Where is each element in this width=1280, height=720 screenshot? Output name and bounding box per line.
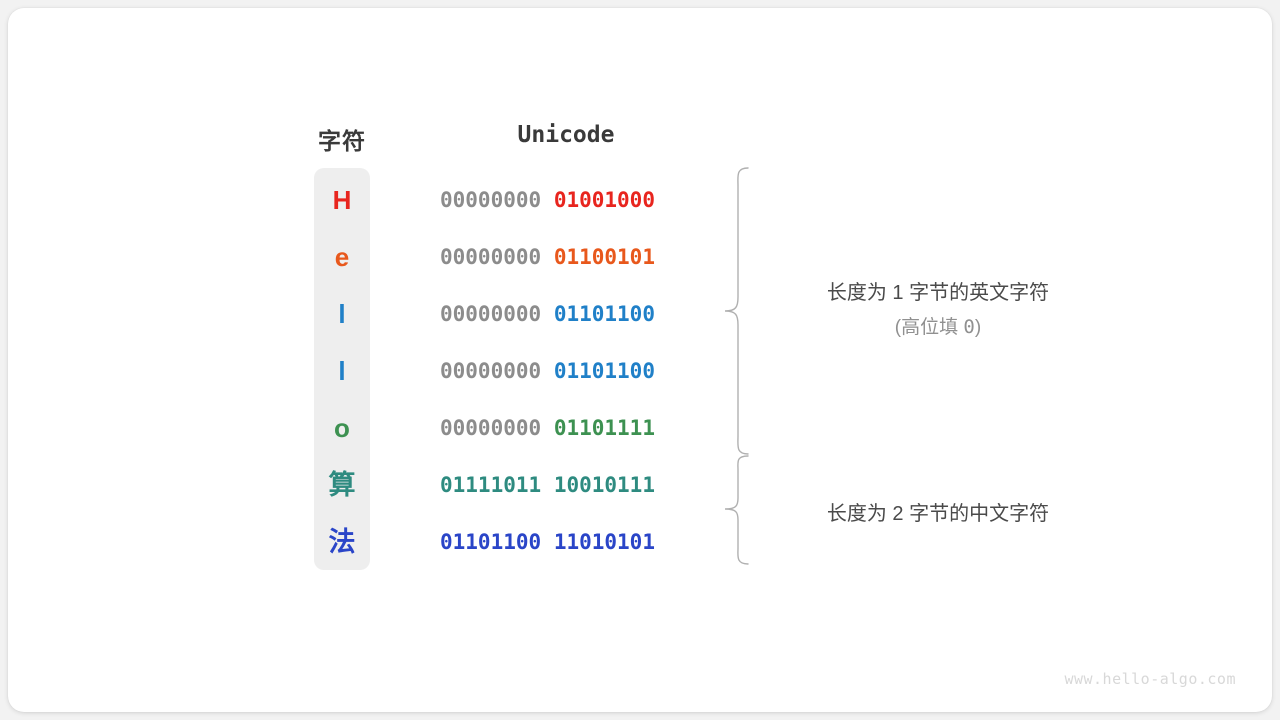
binary-row: 00000000 01101111: [440, 400, 692, 457]
character-cell: 算: [328, 470, 356, 500]
binary-low-byte: 01100101: [553, 245, 655, 269]
binary-row: 00000000 01101100: [440, 343, 692, 400]
binary-row: 00000000 01001000: [440, 172, 692, 229]
brace-two-byte: [724, 455, 749, 565]
annotation-two-byte-line1: 长度为 2 字节的中文字符: [826, 503, 1050, 525]
binary-byte-separator: [541, 245, 554, 269]
character-cell: o: [334, 413, 350, 443]
character-cell: e: [334, 242, 350, 272]
character-cell: H: [332, 185, 352, 215]
character-cell: l: [338, 299, 346, 329]
annotation-one-byte-line2-suffix: ): [974, 317, 982, 338]
binary-row: 00000000 01101100: [440, 286, 692, 343]
binary-byte-separator: [541, 416, 554, 440]
annotation-one-byte-line1: 长度为 1 字节的英文字符: [826, 282, 1050, 304]
binary-row: 00000000 01100101: [440, 229, 692, 286]
annotation-one-byte-line2: (高位填 0): [788, 311, 1088, 344]
binary-byte-separator: [541, 302, 554, 326]
character-column-background: [314, 168, 370, 570]
binary-high-byte: 00000000: [440, 302, 542, 326]
binary-high-byte: 00000000: [440, 359, 542, 383]
binary-low-byte: 10010111: [553, 473, 655, 497]
binary-byte-separator: [541, 188, 554, 212]
binary-row: 01101100 11010101: [440, 514, 692, 571]
character-cell: l: [338, 356, 346, 386]
watermark: www.hello-algo.com: [1064, 670, 1236, 688]
binary-row: 01111011 10010111: [440, 457, 692, 514]
binary-high-byte: 00000000: [440, 416, 542, 440]
annotation-one-byte: 长度为 1 字节的英文字符 (高位填 0): [788, 276, 1088, 344]
binary-high-byte: 01101100: [440, 530, 542, 554]
column-header-character: 字符: [318, 128, 366, 154]
binary-byte-separator: [541, 359, 554, 383]
binary-byte-separator: [541, 473, 554, 497]
binary-byte-separator: [541, 530, 554, 554]
binary-low-byte: 01101100: [553, 302, 655, 326]
binary-high-byte: 01111011: [440, 473, 542, 497]
column-header-unicode: Unicode: [517, 122, 615, 148]
annotation-two-byte: 长度为 2 字节的中文字符: [788, 497, 1088, 532]
annotation-one-byte-line2-zero: 0: [963, 316, 975, 338]
brace-one-byte: [724, 167, 749, 455]
binary-high-byte: 00000000: [440, 188, 542, 212]
binary-low-byte: 01101100: [553, 359, 655, 383]
annotation-one-byte-line2-prefix: (高位填: [894, 317, 964, 338]
binary-high-byte: 00000000: [440, 245, 542, 269]
binary-low-byte: 11010101: [553, 530, 655, 554]
character-cell: 法: [328, 527, 356, 557]
binary-low-byte: 01001000: [553, 188, 655, 212]
binary-low-byte: 01101111: [553, 416, 655, 440]
